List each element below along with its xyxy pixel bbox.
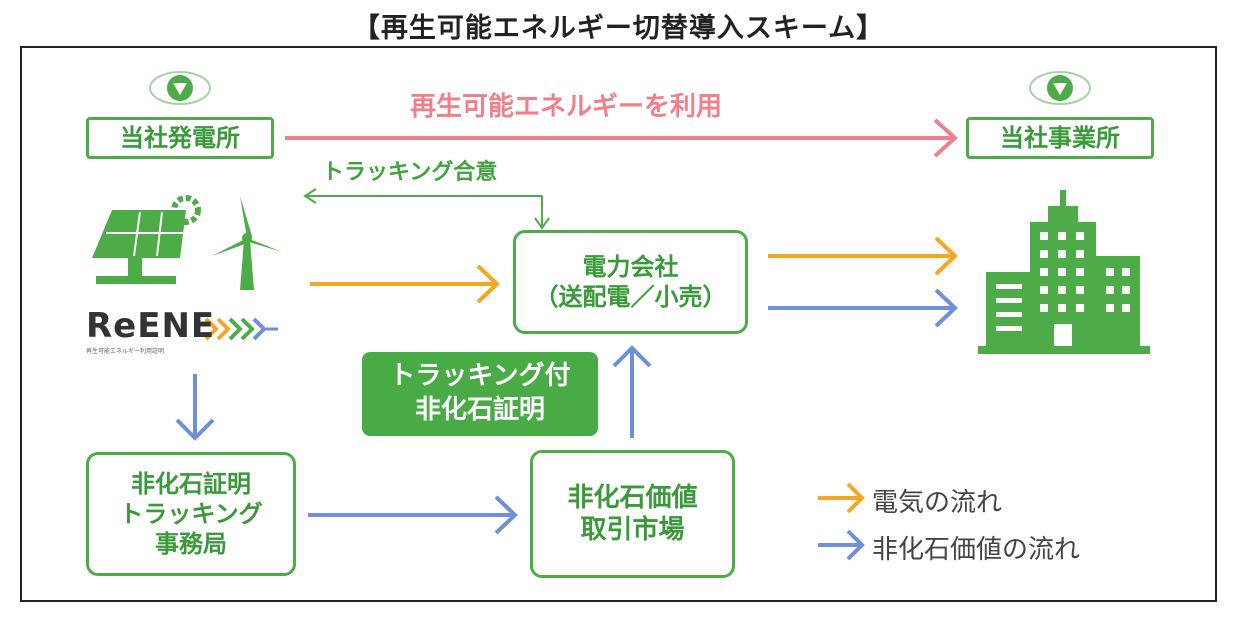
registry-line1: 非化石証明 xyxy=(131,470,251,498)
legend-electricity-arrow xyxy=(818,482,865,514)
market-line2: 取引市場 xyxy=(580,515,685,545)
non-fossil-arrow-4 xyxy=(612,345,652,438)
diagram-frame xyxy=(20,46,1217,602)
own-power-plant-box: 当社発電所 xyxy=(86,117,274,159)
tracking-certificate-label: トラッキング付 非化石証明 xyxy=(362,352,598,436)
reene-logo: ReENE xyxy=(86,306,216,346)
tracking-agreement-arrow xyxy=(303,188,550,230)
renewable-use-label: 再生可能エネルギーを利用 xyxy=(410,92,723,122)
registry-line2: トラッキング xyxy=(119,500,263,528)
tracking-agreement-label: トラッキング合意 xyxy=(322,160,498,185)
tracking-certificate-line2: 非化石証明 xyxy=(414,395,545,425)
power-company-box: 電力会社 （送配電／小売） xyxy=(513,230,748,334)
power-company-name: 電力会社 xyxy=(582,253,679,281)
company-logo-icon xyxy=(149,71,211,105)
legend-electricity-label: 電気の流れ xyxy=(872,488,1003,518)
non-fossil-market-box: 非化石価値 取引市場 xyxy=(530,450,735,578)
non-fossil-arrow-2 xyxy=(175,374,215,441)
electricity-arrow-1 xyxy=(310,264,500,304)
company-logo-icon-right xyxy=(1029,71,1091,105)
market-line1: 非化石価値 xyxy=(567,482,698,513)
reene-chevron-icon xyxy=(204,317,278,341)
power-company-role: （送配電／小売） xyxy=(534,283,727,311)
gear-icon xyxy=(171,195,201,225)
own-office-box: 当社事業所 xyxy=(966,117,1154,159)
tracking-registry-box: 非化石証明 トラッキング 事務局 xyxy=(86,452,296,576)
wind-turbine-icon xyxy=(212,196,282,290)
tracking-certificate-line1: トラッキング付 xyxy=(389,361,571,392)
office-building-icon xyxy=(978,190,1150,354)
non-fossil-arrow-1 xyxy=(768,288,958,328)
electricity-arrow-2 xyxy=(768,236,958,276)
legend-non-fossil-arrow xyxy=(818,529,865,561)
non-fossil-arrow-3 xyxy=(308,495,518,535)
diagram-title: 【再生可能エネルギー切替導入スキーム】 xyxy=(352,13,885,44)
registry-line3: 事務局 xyxy=(155,530,227,558)
legend-non-fossil-label: 非化石価値の流れ xyxy=(872,535,1081,565)
reene-subtitle: 再生可能エネルギー利用証明 xyxy=(86,348,165,355)
renewable-use-arrow xyxy=(285,118,958,158)
solar-panel-icon xyxy=(92,210,186,284)
